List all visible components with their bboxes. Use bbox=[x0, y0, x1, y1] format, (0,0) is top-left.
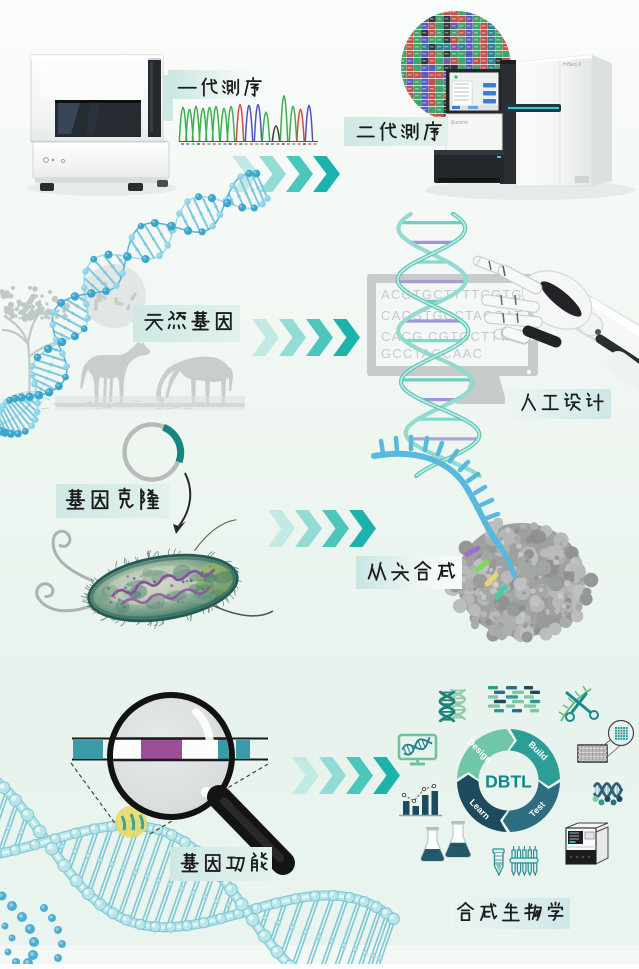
svg-text:illumina: illumina bbox=[451, 120, 468, 126]
svg-text:HiSeq X: HiSeq X bbox=[563, 62, 582, 68]
svg-text:DBTL: DBTL bbox=[485, 772, 532, 792]
